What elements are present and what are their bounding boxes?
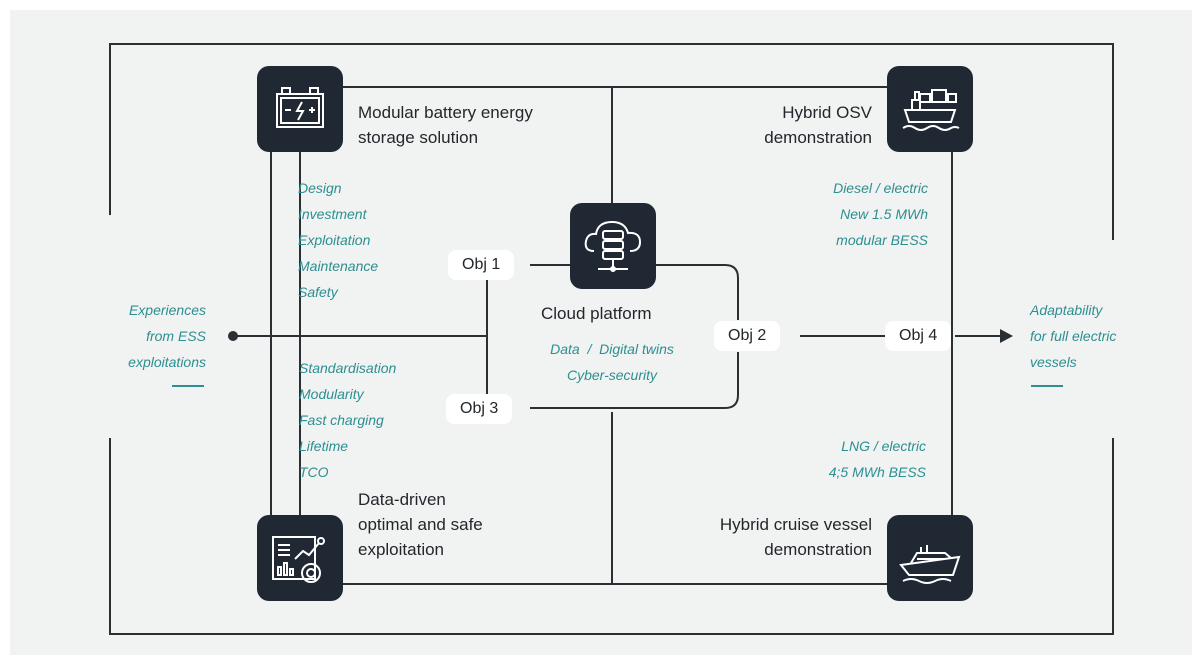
input-label-line: from ESS — [146, 328, 206, 344]
output-arrowhead — [1000, 329, 1013, 343]
exploitation-title-line: Data-driven — [358, 490, 446, 509]
obj2-to-obj3 — [530, 352, 739, 409]
cloud-node — [570, 203, 656, 289]
battery-node — [257, 66, 343, 152]
battery-title-line: storage solution — [358, 128, 479, 147]
input-divider — [172, 385, 204, 387]
osv-title: Hybrid OSV demonstration — [700, 100, 872, 150]
cloud-to-obj2 — [655, 264, 739, 320]
cruise-node — [887, 515, 973, 601]
cruise-title: Hybrid cruise vessel demonstration — [660, 512, 872, 562]
cloud-title-line: Cloud platform — [541, 304, 652, 323]
list-item: Modularity — [299, 386, 364, 402]
list-item: 4;5 MWh BESS — [828, 464, 926, 480]
diagram-canvas — [10, 10, 1192, 655]
exploitation-title: Data-driven optimal and safe exploitatio… — [358, 487, 483, 562]
list-item: LNG / electric — [841, 438, 926, 454]
list-item: New 1.5 MWh — [840, 206, 928, 222]
outer-frame-bottom — [109, 438, 1114, 635]
list-item: modular BESS — [836, 232, 928, 248]
cloud-features-list: Data / Digital twins Cyber-security — [520, 336, 704, 388]
list-item: Data / Digital twins — [550, 341, 674, 357]
exploitation-node — [257, 515, 343, 601]
list-item: Exploitation — [298, 232, 371, 248]
battery-icon — [276, 87, 324, 128]
list-item: Standardisation — [299, 360, 397, 376]
osv-title-line: demonstration — [764, 128, 872, 147]
cargo-ship-icon — [902, 89, 960, 131]
cruise-ship-icon — [899, 545, 961, 584]
cruise-title-line: demonstration — [764, 540, 872, 559]
input-label-line: exploitations — [128, 354, 206, 370]
objective-3-label: Obj 3 — [446, 394, 513, 424]
input-label: Experiences from ESS exploitations — [80, 297, 206, 375]
list-item: Investment — [298, 206, 367, 222]
output-label-line: vessels — [1030, 354, 1077, 370]
exploitation-title-line: optimal and safe — [358, 515, 483, 534]
battery-features-list: Standardisation Modularity Fast charging… — [299, 355, 396, 485]
cruise-title-line: Hybrid cruise vessel — [719, 515, 872, 534]
list-item: Design — [298, 180, 342, 196]
objective-1-label: Obj 1 — [448, 250, 515, 280]
list-item: TCO — [299, 464, 329, 480]
battery-aspects-list: Design Investment Exploitation Maintenan… — [298, 175, 378, 305]
output-label-line: for full electric — [1030, 328, 1117, 344]
objective-4-label: Obj 4 — [885, 321, 952, 351]
osv-title-line: Hybrid OSV — [782, 103, 872, 122]
analytics-dashboard-icon — [272, 536, 325, 583]
exploitation-title-line: exploitation — [358, 540, 445, 559]
input-label-line: Experiences — [128, 302, 206, 318]
list-item: Maintenance — [298, 258, 379, 274]
input-dot — [228, 331, 238, 341]
list-item: Cyber-security — [567, 367, 657, 383]
osv-node — [887, 66, 973, 152]
cloud-server-icon — [584, 220, 642, 272]
list-item: Diesel / electric — [833, 180, 928, 196]
objective-2-label: Obj 2 — [714, 321, 781, 351]
battery-title-line: Modular battery energy — [358, 103, 533, 122]
battery-title: Modular battery energy storage solution — [358, 100, 533, 150]
outer-frame-top — [109, 43, 1114, 240]
list-item: Safety — [298, 284, 338, 300]
output-divider — [1031, 385, 1063, 387]
output-label-line: Adaptability — [1030, 302, 1103, 318]
output-label: Adaptability for full electric vessels — [1030, 297, 1116, 375]
cloud-title: Cloud platform — [541, 301, 652, 326]
list-item: Lifetime — [299, 438, 349, 454]
cruise-specs-list: LNG / electric 4;5 MWh BESS — [760, 433, 926, 485]
osv-specs-list: Diesel / electric New 1.5 MWh modular BE… — [760, 175, 928, 253]
list-item: Fast charging — [299, 412, 384, 428]
